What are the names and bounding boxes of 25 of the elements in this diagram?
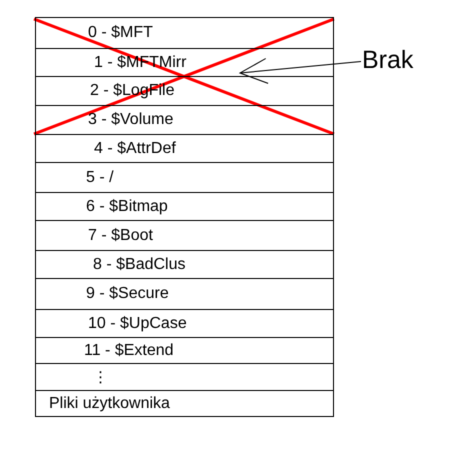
table-row bbox=[35, 390, 334, 417]
row-label: 10 - $UpCase bbox=[88, 314, 187, 332]
table-row bbox=[35, 278, 334, 310]
table-row bbox=[35, 220, 334, 251]
table-row bbox=[35, 134, 334, 163]
row-label: 7 - $Boot bbox=[88, 226, 153, 244]
row-label: 3 - $Volume bbox=[88, 111, 174, 129]
ellipsis-mark: ⋮ bbox=[93, 372, 108, 382]
cross-out-mark bbox=[33, 17, 335, 136]
row-label: 0 - $MFT bbox=[88, 24, 153, 42]
table-row bbox=[35, 363, 334, 391]
row-label: Pliki użytkownika bbox=[49, 394, 170, 412]
row-label: 8 - $BadClus bbox=[93, 256, 186, 274]
row-label: 11 - $Extend bbox=[84, 342, 174, 360]
table-row bbox=[35, 309, 334, 338]
row-label: 5 - / bbox=[86, 168, 114, 186]
table-row bbox=[35, 337, 334, 364]
leader-arrow bbox=[240, 58, 362, 84]
row-label: 9 - $Secure bbox=[86, 285, 169, 303]
table-row bbox=[35, 192, 334, 221]
table-row bbox=[35, 162, 334, 193]
table-row bbox=[35, 250, 334, 279]
row-label: 6 - $Bitmap bbox=[86, 198, 168, 216]
row-label: 4 - $AttrDef bbox=[94, 140, 176, 158]
callout-text: Brak bbox=[362, 45, 428, 75]
